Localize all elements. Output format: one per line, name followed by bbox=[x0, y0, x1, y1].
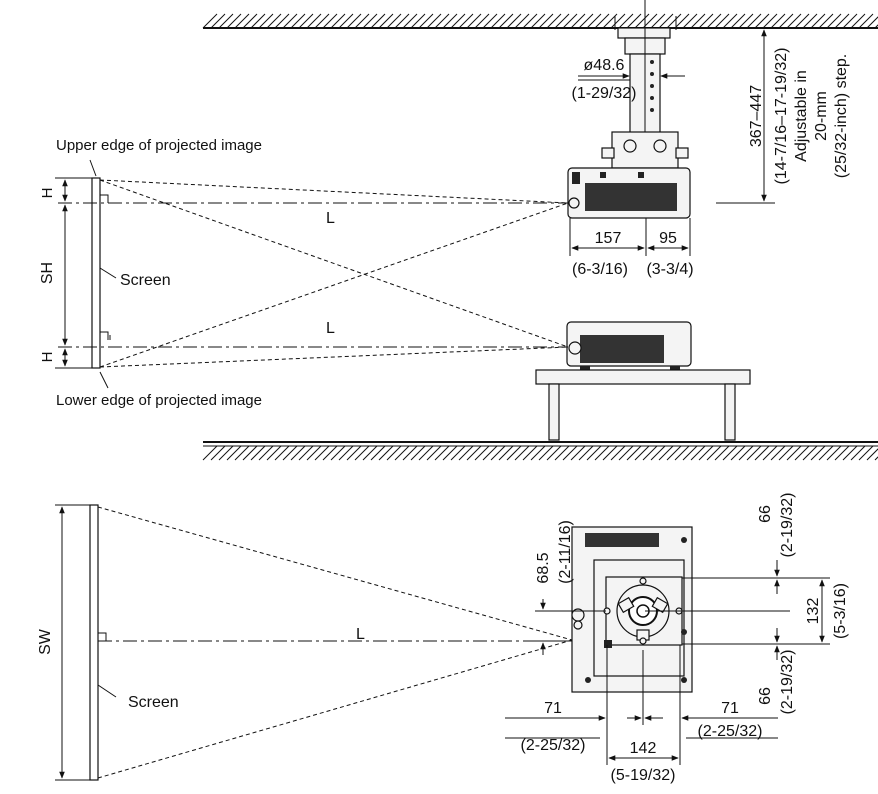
height-range-value: 367–447 bbox=[748, 85, 765, 147]
d132-value: 132 bbox=[805, 598, 822, 625]
upper-edge-label: Upper edge of projected image bbox=[56, 137, 262, 154]
d71-left-value: 71 bbox=[544, 700, 562, 717]
pipe-diameter-dim bbox=[578, 73, 685, 81]
d66-bottom-inch: (2-19/32) bbox=[779, 650, 796, 715]
d71-right-value: 71 bbox=[721, 700, 739, 717]
adjustable-line-2: 20-mm bbox=[813, 91, 830, 141]
adjustable-line-3: (25/32-inch) step. bbox=[833, 54, 850, 179]
l-label-top: L bbox=[356, 626, 365, 643]
offset-685-value: 68.5 bbox=[535, 552, 552, 583]
top-view: SW Screen L bbox=[37, 493, 849, 784]
table bbox=[535, 369, 751, 441]
horizontal-dims-bottom bbox=[505, 645, 778, 765]
d66-bottom-value: 66 bbox=[757, 687, 774, 705]
side-view: Upper edge of projected image Lower edge… bbox=[39, 0, 878, 461]
depth-rear-inch: (3-3/4) bbox=[646, 261, 693, 278]
pipe-diameter-value: ø48.6 bbox=[584, 57, 625, 74]
projection-lines-side bbox=[58, 179, 569, 368]
d71-right-inch: (2-25/32) bbox=[698, 723, 763, 740]
h-label-lower: H bbox=[39, 352, 56, 363]
d132-inch: (5-3/16) bbox=[832, 583, 849, 639]
l-label-upper: L bbox=[326, 210, 335, 227]
lower-edge-leader bbox=[99, 371, 109, 389]
ceiling-projector bbox=[567, 167, 691, 219]
depth-dims bbox=[569, 218, 691, 256]
screen-leader bbox=[99, 267, 117, 279]
adjustable-line-1: Adjustable in bbox=[793, 70, 810, 162]
depth-front-inch: (6-3/16) bbox=[572, 261, 628, 278]
offset-685-dim bbox=[535, 599, 606, 655]
ceiling-hatch bbox=[202, 13, 878, 29]
floor-hatch bbox=[202, 441, 878, 461]
ceiling-mount bbox=[601, 0, 689, 176]
d66-top-inch: (2-19/32) bbox=[779, 493, 796, 558]
l-label-lower: L bbox=[326, 320, 335, 337]
projection-lines-top bbox=[97, 506, 573, 779]
upper-edge-leader bbox=[89, 159, 97, 177]
h-label-upper: H bbox=[39, 188, 56, 199]
screen-label-top: Screen bbox=[128, 694, 179, 711]
screen-top-leader bbox=[97, 684, 117, 698]
screen-side bbox=[91, 177, 111, 369]
height-range-dim bbox=[700, 27, 775, 204]
vertical-dims-right bbox=[645, 560, 830, 660]
sw-label: SW bbox=[37, 628, 54, 655]
d66-top-value: 66 bbox=[757, 505, 774, 523]
screen-label-side: Screen bbox=[120, 272, 171, 289]
table-projector bbox=[566, 321, 692, 370]
screen-height-dims bbox=[55, 177, 92, 369]
lower-edge-label: Lower edge of projected image bbox=[56, 392, 262, 409]
projector-top bbox=[571, 526, 693, 693]
sh-label: SH bbox=[39, 262, 56, 284]
d142-inch: (5-19/32) bbox=[611, 767, 676, 784]
depth-front-value: 157 bbox=[595, 230, 622, 247]
screen-top bbox=[89, 504, 99, 781]
pipe-diameter-inch: (1-29/32) bbox=[572, 85, 637, 102]
height-range-inch: (14-7/16–17-19/32) bbox=[773, 48, 790, 185]
d71-left-inch: (2-25/32) bbox=[521, 737, 586, 754]
depth-rear-value: 95 bbox=[659, 230, 677, 247]
offset-685-inch: (2-11/16) bbox=[557, 520, 574, 584]
d142-value: 142 bbox=[630, 740, 657, 757]
